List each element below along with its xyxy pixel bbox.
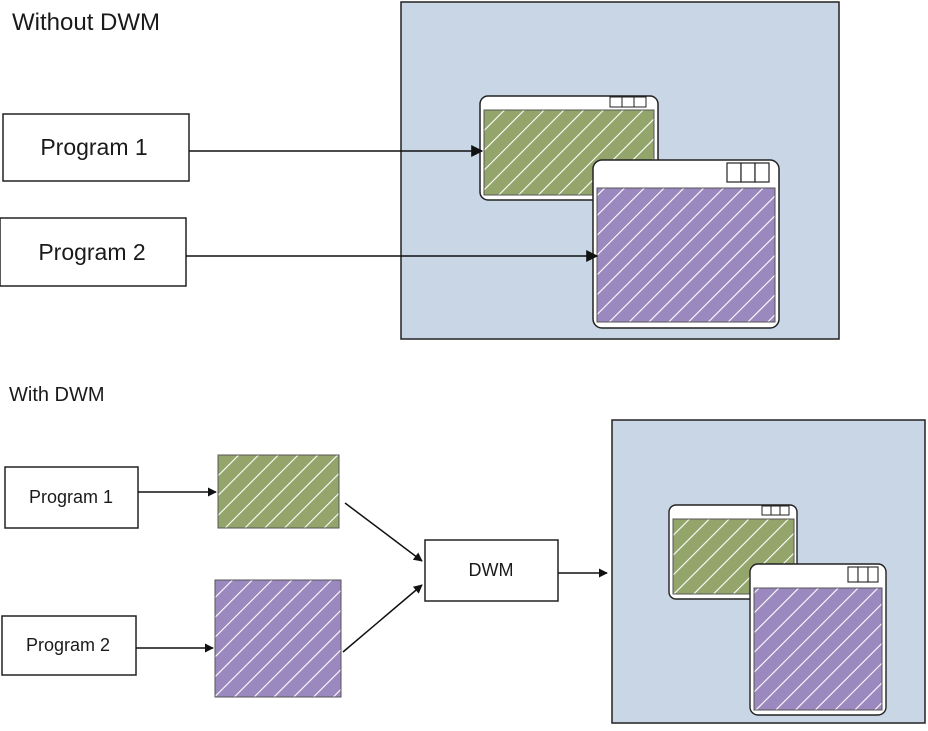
window-green-bottom: [668, 504, 798, 600]
heading-without-dwm: Without DWM: [12, 9, 160, 36]
dwm-box: DWM: [424, 539, 559, 602]
program2-label-bottom: Program 2: [26, 635, 110, 655]
window-green-top: [479, 95, 659, 201]
window-controls-icon: [726, 162, 770, 183]
window-purple-top: [592, 159, 780, 329]
arrow-buffer-purple-to-dwm: [342, 584, 423, 653]
program1-label-top: Program 1: [40, 134, 147, 160]
program1-box-bottom: Program 1: [4, 466, 139, 529]
arrow-buffer-green-to-dwm: [344, 502, 423, 562]
program2-label-top: Program 2: [38, 239, 145, 265]
window-content-purple: [596, 187, 776, 323]
window-controls-icon: [609, 96, 647, 108]
window-content-purple: [753, 587, 883, 711]
program2-box-bottom: Program 2: [1, 615, 137, 676]
program1-label-bottom: Program 1: [29, 487, 113, 507]
buffer-green: [217, 454, 340, 529]
window-controls-icon: [761, 505, 790, 516]
program1-box-top: Program 1: [2, 113, 190, 182]
window-purple-bottom: [749, 563, 887, 716]
dwm-label: DWM: [469, 560, 514, 580]
buffer-purple: [214, 579, 342, 698]
program2-box-top: Program 2: [0, 217, 187, 287]
heading-with-dwm: With DWM: [9, 384, 105, 406]
window-controls-icon: [847, 566, 879, 583]
